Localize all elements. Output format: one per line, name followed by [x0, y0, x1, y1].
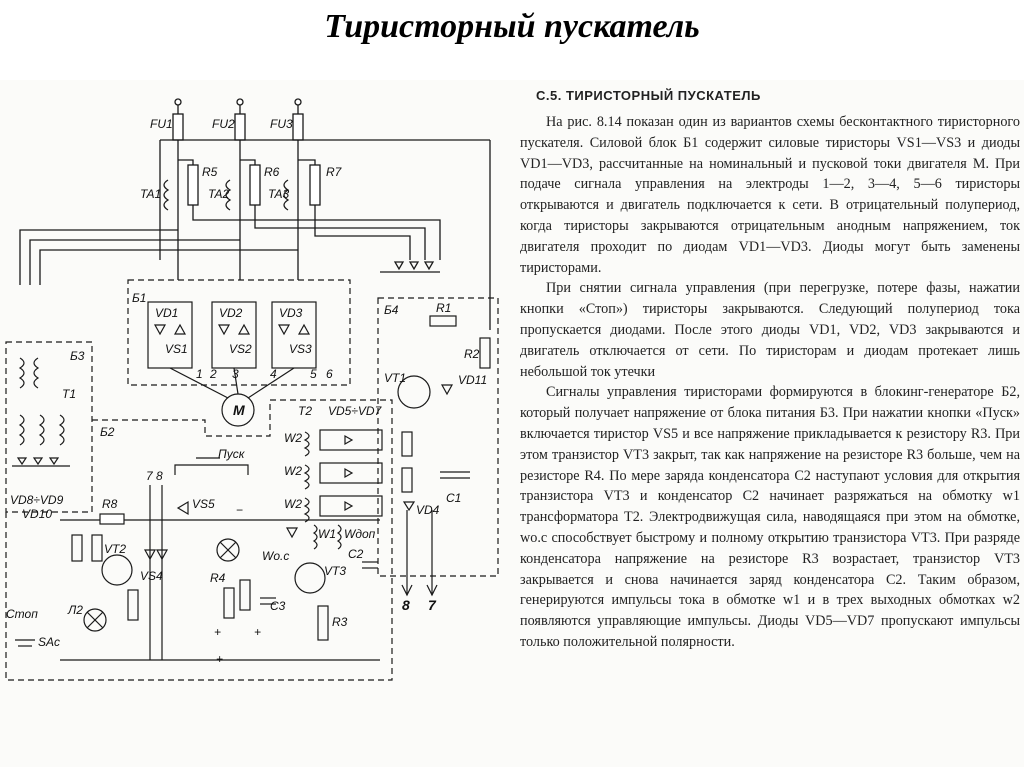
diode-label-vd4: VD4	[416, 503, 440, 517]
thyristor-label-vs2: VS2	[229, 342, 252, 356]
ct-label-ta1: TA1	[140, 187, 161, 201]
diode-label-vd8-vd9: VD8÷VD9	[10, 493, 64, 507]
plus-sign-2: +	[216, 652, 223, 666]
start-button-label: Пуск	[218, 447, 246, 461]
block-label-b1: Б1	[132, 291, 146, 305]
winding-label-wdop: Wдоп	[344, 527, 376, 541]
resistor-label-r7: R7	[326, 165, 343, 179]
resistor-label-r1: R1	[436, 301, 451, 315]
resistor-label-r6: R6	[264, 165, 280, 179]
resistor-label-r2: R2	[464, 347, 480, 361]
winding-label-w2-3: W2	[284, 497, 302, 511]
capacitor-label-c1: C1	[446, 491, 461, 505]
thyristor-label-vs1: VS1	[165, 342, 188, 356]
resistor-label-r4: R4	[210, 571, 226, 585]
thyristor-label-vs4: VS4	[140, 569, 163, 583]
scanned-page: FU1 FU2 FU3 R5 R6 R7 TA1 TA2 TA3 Б1 VD1 …	[0, 80, 1024, 767]
resistor-label-r8: R8	[102, 497, 118, 511]
ct-label-ta3: TA3	[268, 187, 289, 201]
diode-group-label-vd5-vd7: VD5÷VD7	[328, 404, 383, 418]
stop-button-label: Стоп	[6, 607, 38, 621]
minus-sign: −	[236, 503, 243, 517]
terminals-label-7-8: 7 8	[146, 469, 163, 483]
thyristor-label-vs3: VS3	[289, 342, 312, 356]
winding-label-w2-2: W2	[284, 464, 302, 478]
resistor-label-r5: R5	[202, 165, 218, 179]
slide-title: Тиристорный пускатель	[324, 8, 700, 45]
motor-label: M	[233, 402, 245, 418]
article-paragraph-1: На рис. 8.14 показан один из вариантов с…	[520, 114, 1020, 276]
article-paragraph-3: Сигналы управления тиристорами формируют…	[520, 384, 1020, 650]
lamp-label-l2: Л2	[67, 603, 83, 617]
resistor-label-r3: R3	[332, 615, 348, 629]
gate-label-2: 2	[209, 367, 217, 381]
thyristor-label-vs5: VS5	[192, 497, 215, 511]
diode-label-vd2: VD2	[219, 306, 243, 320]
transformer-label-t2: T2	[298, 404, 312, 418]
fuse-label-fu1: FU1	[150, 117, 173, 131]
switch-label-sac: SAс	[38, 635, 60, 649]
article-paragraph-2: При снятии сигнала управления (при перег…	[520, 280, 1020, 380]
article-text: С.5. ТИРИСТОРНЫЙ ПУСКАТЕЛЬ На рис. 8.14 …	[520, 88, 1020, 768]
output-label-8: 8	[402, 597, 410, 613]
winding-label-w2-1: W2	[284, 431, 302, 445]
fuse-label-fu2: FU2	[212, 117, 235, 131]
transistor-label-vt1: VT1	[384, 371, 406, 385]
gate-label-6: 6	[326, 367, 333, 381]
gate-label-5: 5	[310, 367, 317, 381]
plus-sign-1: +	[214, 625, 221, 639]
block-label-b4: Б4	[384, 303, 399, 317]
winding-label-woc: Wо.с	[262, 549, 289, 563]
diode-label-vd1: VD1	[155, 306, 178, 320]
diode-label-vd10: VD10	[22, 507, 52, 521]
winding-label-w1: W1	[318, 527, 336, 541]
transformer-label-t1: T1	[62, 387, 76, 401]
gate-label-4: 4	[270, 367, 277, 381]
diode-label-vd11: VD11	[458, 373, 487, 387]
transistor-label-vt3: VT3	[324, 564, 346, 578]
capacitor-label-c3: C3	[270, 599, 286, 613]
diode-label-vd3: VD3	[279, 306, 303, 320]
ct-label-ta2: TA2	[208, 187, 229, 201]
gate-label-3: 3	[232, 367, 239, 381]
circuit-schematic: FU1 FU2 FU3 R5 R6 R7 TA1 TA2 TA3 Б1 VD1 …	[5, 98, 499, 681]
gate-label-1: 1	[196, 367, 203, 381]
transistor-label-vt2: VT2	[104, 542, 126, 556]
capacitor-label-c2: C2	[348, 547, 364, 561]
article-heading: С.5. ТИРИСТОРНЫЙ ПУСКАТЕЛЬ	[536, 88, 761, 103]
plus-sign-3: +	[254, 625, 261, 639]
block-label-b3: Б3	[70, 349, 85, 363]
output-label-7: 7	[428, 597, 437, 613]
fuse-label-fu3: FU3	[270, 117, 293, 131]
block-label-b2: Б2	[100, 425, 115, 439]
